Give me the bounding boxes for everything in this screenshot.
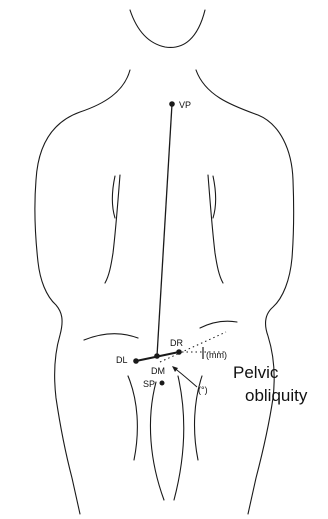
buttock-right — [174, 376, 184, 500]
label-vp: VP — [179, 100, 191, 110]
label-dl: DL — [116, 355, 128, 365]
label-sp: SP — [143, 379, 155, 389]
dr-point — [176, 349, 182, 355]
scapula-right — [213, 176, 216, 218]
angle-arrowhead — [172, 366, 178, 372]
body-outline-left — [35, 70, 130, 514]
vp-to-dm-line — [157, 104, 172, 356]
dl-point — [133, 358, 139, 364]
dm-point — [154, 353, 160, 359]
angle-arrow — [173, 367, 197, 387]
vp-point — [169, 101, 175, 107]
waist-right — [200, 321, 237, 328]
scapula-left — [112, 176, 115, 218]
body-outline-right — [196, 70, 294, 514]
title-pelvic: Pelvic — [233, 363, 279, 382]
sp-point — [160, 381, 165, 386]
label-deg: (°) — [198, 385, 208, 395]
label-dr: DR — [170, 338, 183, 348]
label-dm: DM — [151, 366, 165, 376]
hip-crease-left — [128, 376, 137, 460]
title-obliquity: obliquity — [245, 386, 308, 405]
head-outline — [130, 10, 205, 47]
waist-left — [84, 334, 138, 340]
buttock-left — [150, 382, 164, 500]
label-mm: (mm) — [206, 350, 227, 360]
